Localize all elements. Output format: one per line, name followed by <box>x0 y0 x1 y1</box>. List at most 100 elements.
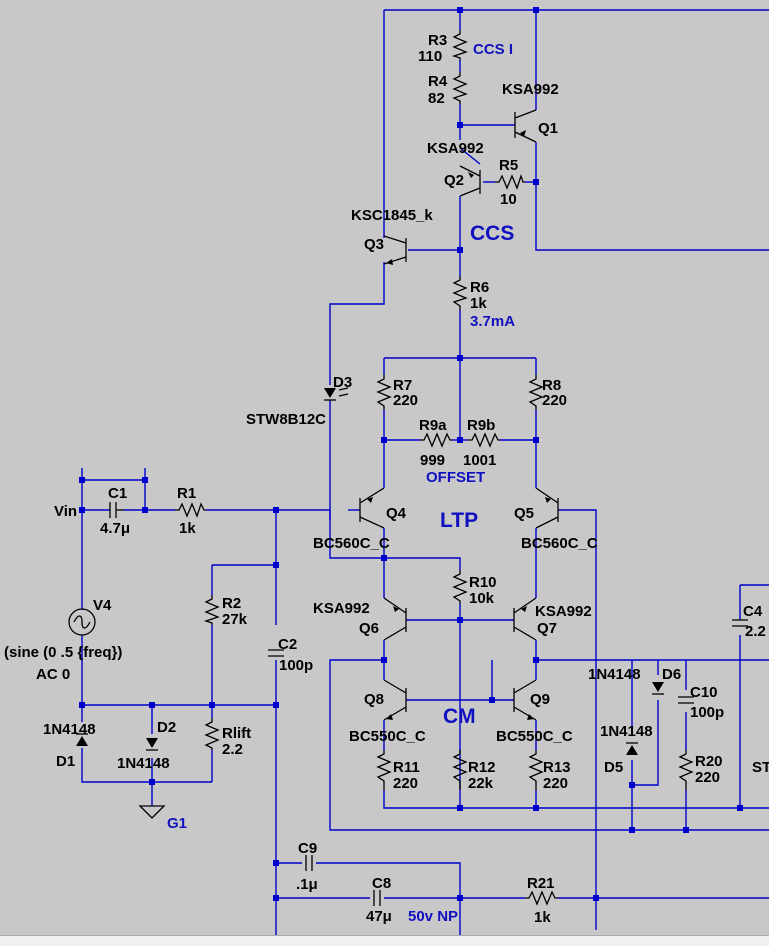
label-R6-name: R6 <box>470 279 489 296</box>
label-C8-value: 47μ <box>366 908 392 925</box>
label-R13-name: R13 <box>543 759 571 776</box>
label-D3-name: D3 <box>333 374 352 391</box>
capacitor-C4[interactable] <box>732 619 748 627</box>
label-Q9-part: BC550C_C <box>496 728 573 745</box>
label-R4-name: R4 <box>428 73 448 90</box>
horizontal-scrollbar[interactable] <box>0 935 769 946</box>
label-ccs: CCS <box>470 222 514 245</box>
resistor-R6[interactable] <box>452 276 468 310</box>
label-R9b-value: 1001 <box>463 452 496 469</box>
label-Q2-part: KSA992 <box>427 140 484 157</box>
transistor-Q6[interactable] <box>383 597 407 641</box>
label-Q8-part: BC550C_C <box>349 728 426 745</box>
label-Q5-name: Q5 <box>514 505 534 522</box>
resistor-R12[interactable] <box>452 750 468 790</box>
label-R5-name: R5 <box>499 157 518 174</box>
resistor-R1[interactable] <box>175 502 206 518</box>
capacitor-C2[interactable] <box>268 649 284 657</box>
label-R10-value: 10k <box>469 590 495 607</box>
label-Q8-name: Q8 <box>364 691 384 708</box>
label-R6-value: 1k <box>470 295 487 312</box>
diode-D1[interactable] <box>76 733 88 746</box>
resistor-R13[interactable] <box>528 750 544 790</box>
diode-D5[interactable] <box>626 742 638 755</box>
label-R5-value: 10 <box>500 191 517 208</box>
label-C1-name: C1 <box>108 485 127 502</box>
label-D6-part: 1N4148 <box>588 666 641 683</box>
label-R13-value: 220 <box>543 775 568 792</box>
capacitor-C1[interactable] <box>109 502 124 518</box>
label-D1-part: 1N4148 <box>43 721 96 738</box>
label-Q1-name: Q1 <box>538 120 558 137</box>
label-Q2-name: Q2 <box>444 172 464 189</box>
label-R20-name: R20 <box>695 753 723 770</box>
label-g1: G1 <box>167 815 187 832</box>
resistor-R4[interactable] <box>452 72 468 104</box>
label-R12-value: 22k <box>468 775 494 792</box>
label-R20-value: 220 <box>695 769 720 786</box>
labels: R3 110 CCS I R4 82 KSA992 Q1 KSA992 R5 Q… <box>4 32 769 926</box>
capacitor-C10[interactable] <box>678 696 694 704</box>
resistor-R5[interactable] <box>495 173 525 190</box>
label-Q6-part: KSA992 <box>313 600 370 617</box>
label-source-value: (sine (0 .5 {freq}) <box>4 644 122 661</box>
label-vin: Vin <box>54 503 77 520</box>
resistor-R3[interactable] <box>451 30 468 60</box>
diode-D6[interactable] <box>652 682 664 695</box>
label-R9b-name: R9b <box>467 417 495 434</box>
label-Q1-part: KSA992 <box>502 81 559 98</box>
label-C4-value: 2.2 <box>745 623 766 640</box>
label-Q3-part: KSC1845_k <box>351 207 433 224</box>
label-source-ac: AC 0 <box>36 666 70 683</box>
label-Q7-name: Q7 <box>537 620 557 637</box>
label-D3-part: STW8B12C <box>246 411 326 428</box>
label-R9a-value: 999 <box>420 452 445 469</box>
capacitor-C8[interactable] <box>373 890 381 906</box>
transistor-Q5[interactable] <box>535 487 559 529</box>
transistor-Q2[interactable] <box>459 165 481 197</box>
label-R8-name: R8 <box>542 377 561 394</box>
resistor-R21[interactable] <box>525 890 558 906</box>
label-C8-name: C8 <box>372 875 391 892</box>
label-Q4-name: Q4 <box>386 505 407 522</box>
label-Q4-part: BC560C_C <box>313 535 390 552</box>
label-R10-name: R10 <box>469 574 497 591</box>
led-D3[interactable] <box>324 387 349 401</box>
label-V4-name: V4 <box>93 597 112 614</box>
resistor-R2[interactable] <box>203 595 220 625</box>
voltage-source-V4[interactable] <box>68 608 96 636</box>
label-ccs-i: CCS I <box>473 41 513 58</box>
resistor-Rlift[interactable] <box>204 718 220 750</box>
label-cut-st: ST <box>752 759 769 776</box>
resistor-R10[interactable] <box>452 570 468 604</box>
transistor-Q4[interactable] <box>359 487 385 529</box>
label-Q6-name: Q6 <box>359 620 379 637</box>
resistor-R7[interactable] <box>376 375 392 410</box>
label-Q7-part: KSA992 <box>535 603 592 620</box>
label-C2-value: 100p <box>279 657 313 674</box>
transistor-Q3[interactable] <box>383 235 407 265</box>
resistor-R9a[interactable] <box>420 432 452 448</box>
ground-symbol <box>138 805 166 819</box>
label-Rlift-name: Rlift <box>222 725 251 742</box>
label-offset: OFFSET <box>426 469 485 486</box>
label-C4-name: C4 <box>743 603 763 620</box>
resistor-R11[interactable] <box>376 750 392 790</box>
label-C1-value: 4.7μ <box>100 520 130 537</box>
label-R1-name: R1 <box>177 485 196 502</box>
resistor-R8[interactable] <box>528 375 544 410</box>
resistor-R20[interactable] <box>678 750 694 790</box>
transistor-Q7[interactable] <box>513 597 537 641</box>
label-R8-value: 220 <box>542 392 567 409</box>
transistor-Q9[interactable] <box>513 679 537 721</box>
diode-D2[interactable] <box>146 738 158 751</box>
label-C9-value: .1μ <box>296 876 318 893</box>
transistor-Q8[interactable] <box>383 679 407 721</box>
capacitor-C9[interactable] <box>305 855 313 871</box>
resistor-R9b[interactable] <box>468 432 500 448</box>
label-R3-value: 110 <box>418 48 442 65</box>
label-R1-value: 1k <box>179 520 196 537</box>
transistor-Q1[interactable] <box>514 109 537 143</box>
label-R7-name: R7 <box>393 377 412 394</box>
